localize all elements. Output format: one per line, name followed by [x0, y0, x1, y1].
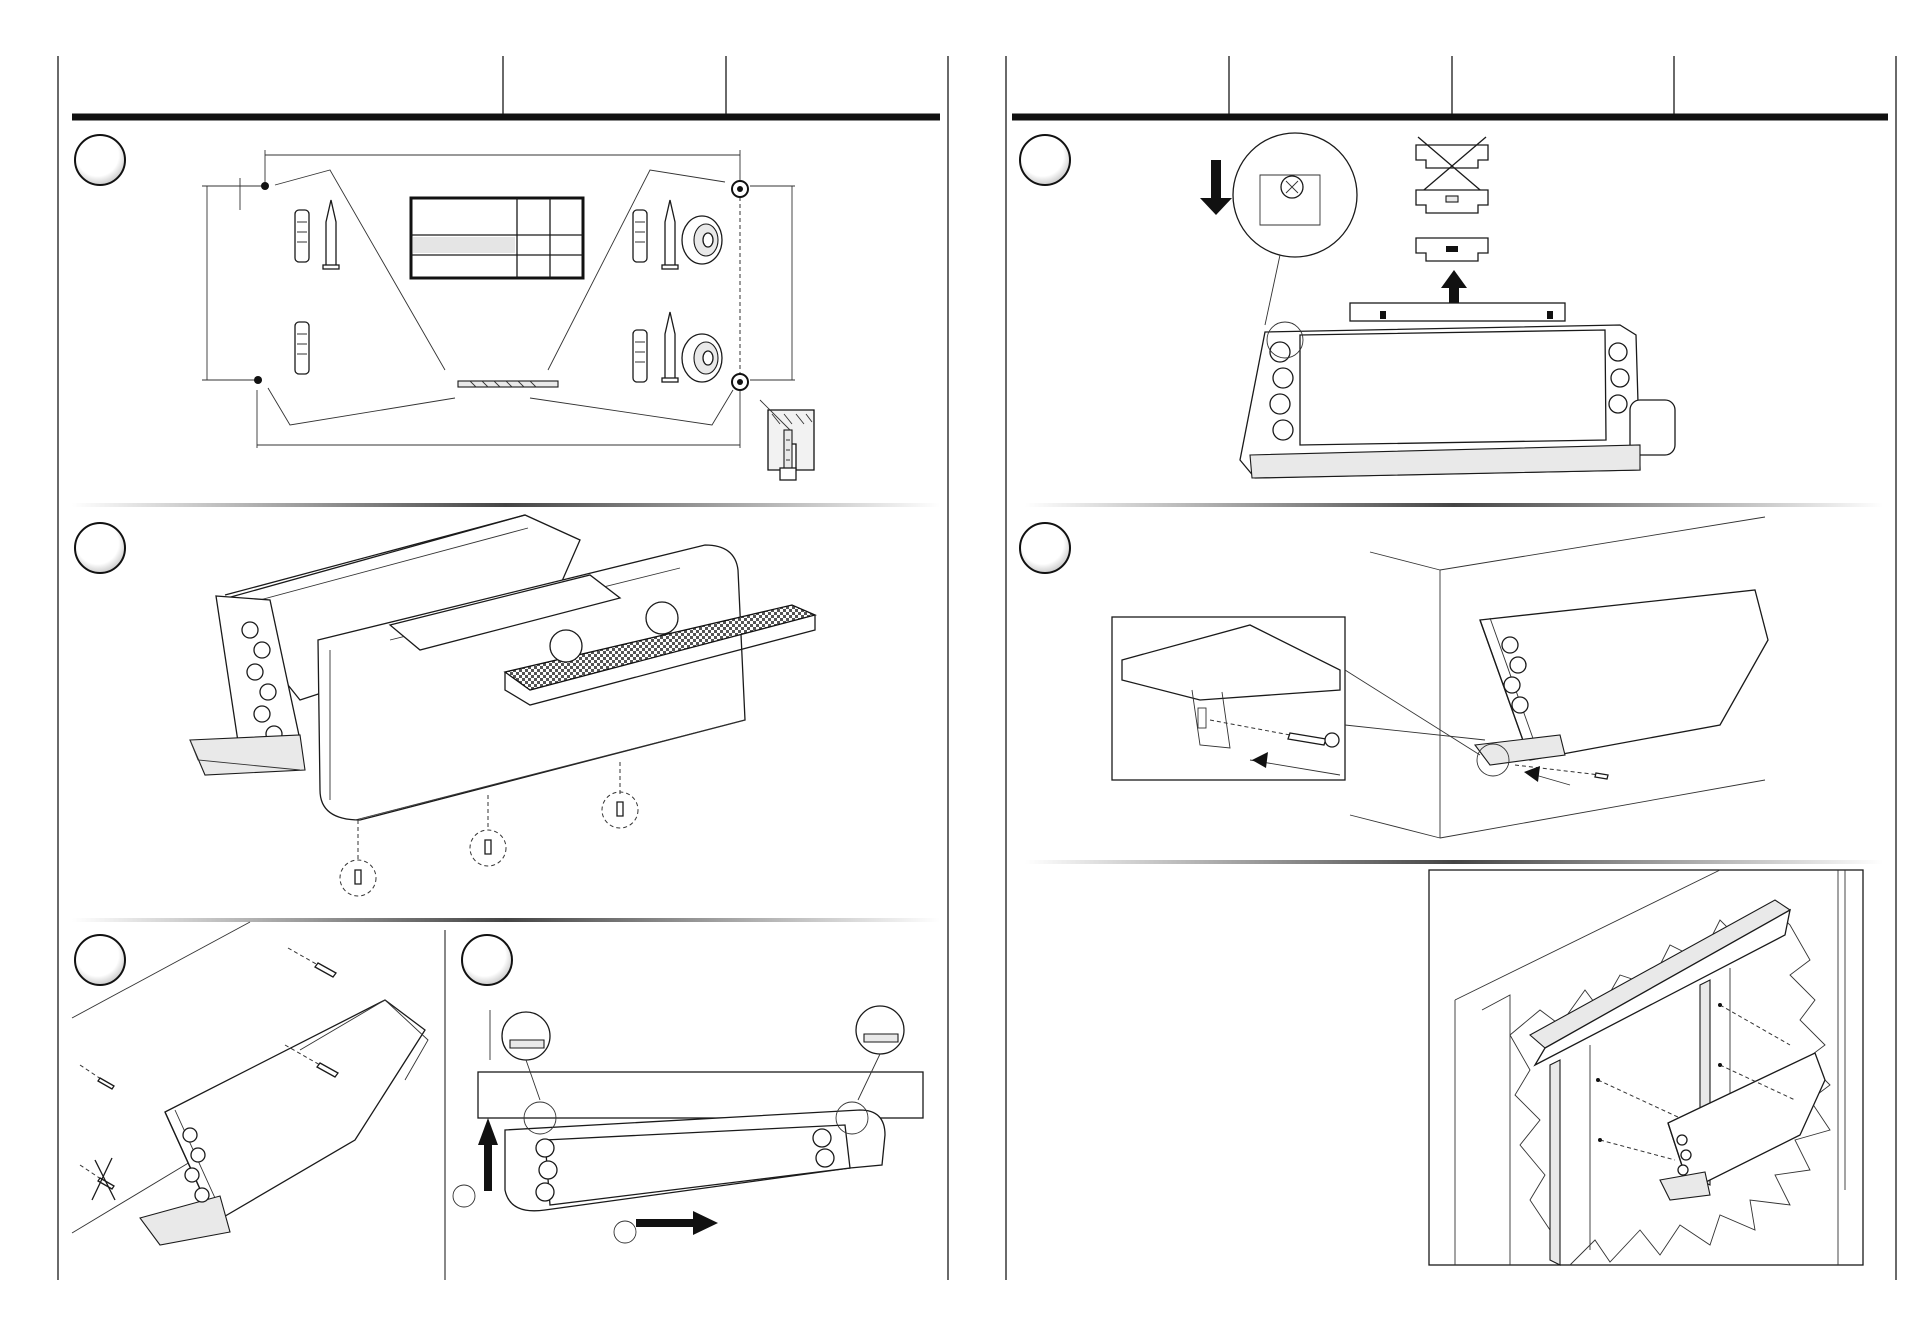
- arrow-down-icon: [1200, 160, 1232, 215]
- side-screw-diagram: [1112, 517, 1768, 838]
- levelling-slide-diagram: [453, 1006, 923, 1243]
- bracket-screws-diagram: [72, 922, 428, 1245]
- arrow-right-icon: [636, 1211, 718, 1235]
- spirit-level-diagram: [1200, 133, 1675, 478]
- step-badge-2: [75, 523, 125, 573]
- arrow-up-icon: [1441, 270, 1467, 304]
- step-badge-3: [75, 935, 125, 985]
- step-badge-5: [1020, 135, 1070, 185]
- arrow-up-icon: [478, 1118, 498, 1191]
- cross-out-icon: [1416, 137, 1488, 195]
- cover-removal-diagram: [190, 515, 815, 896]
- wall-mount-frame-diagram: [1429, 870, 1863, 1265]
- drill-bit-icon: [458, 381, 558, 387]
- grommet-icon: [682, 216, 722, 382]
- step-badge-6: [1020, 523, 1070, 573]
- wall-section-inset: [760, 400, 814, 480]
- wall-template-diagram: [202, 150, 814, 480]
- step-badge-4: [462, 935, 512, 985]
- step-badge-1: [75, 135, 125, 185]
